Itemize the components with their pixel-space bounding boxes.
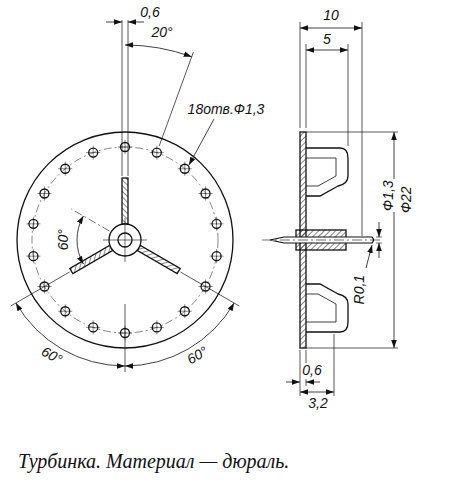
- blade: [122, 178, 128, 224]
- dimension-line: [394, 132, 395, 348]
- blade: [306, 148, 348, 196]
- blade-edge: [306, 294, 336, 322]
- angle-label: 20°: [150, 25, 173, 40]
- blade: [70, 245, 113, 273]
- dimension-label: 0,6: [301, 363, 322, 378]
- dimension-line: [300, 28, 362, 29]
- dimension-label: 5: [322, 32, 332, 47]
- angle-label: 60°: [38, 344, 66, 369]
- diameter-label: Ф22: [398, 186, 413, 215]
- angle-label: 60°: [56, 228, 71, 251]
- angle-label: 60°: [184, 344, 212, 369]
- leader-line: [366, 245, 372, 268]
- dimension-label: 3,2: [307, 396, 328, 411]
- hole-note: 18отв.Ф1,3: [187, 102, 266, 117]
- dimension-line: [306, 50, 348, 51]
- diameter-label: Ф1,3: [380, 180, 395, 213]
- dimension-label: 0,6: [139, 5, 160, 20]
- blade: [137, 245, 180, 273]
- dimension-line: [300, 392, 334, 393]
- axis-line: [262, 240, 382, 241]
- caption: Турбинка. Материал — дюраль.: [18, 450, 289, 473]
- blade-edge: [306, 158, 336, 186]
- blade: [306, 284, 348, 332]
- radius-label: R0,1: [352, 274, 367, 306]
- dimension-label: 10: [322, 8, 340, 23]
